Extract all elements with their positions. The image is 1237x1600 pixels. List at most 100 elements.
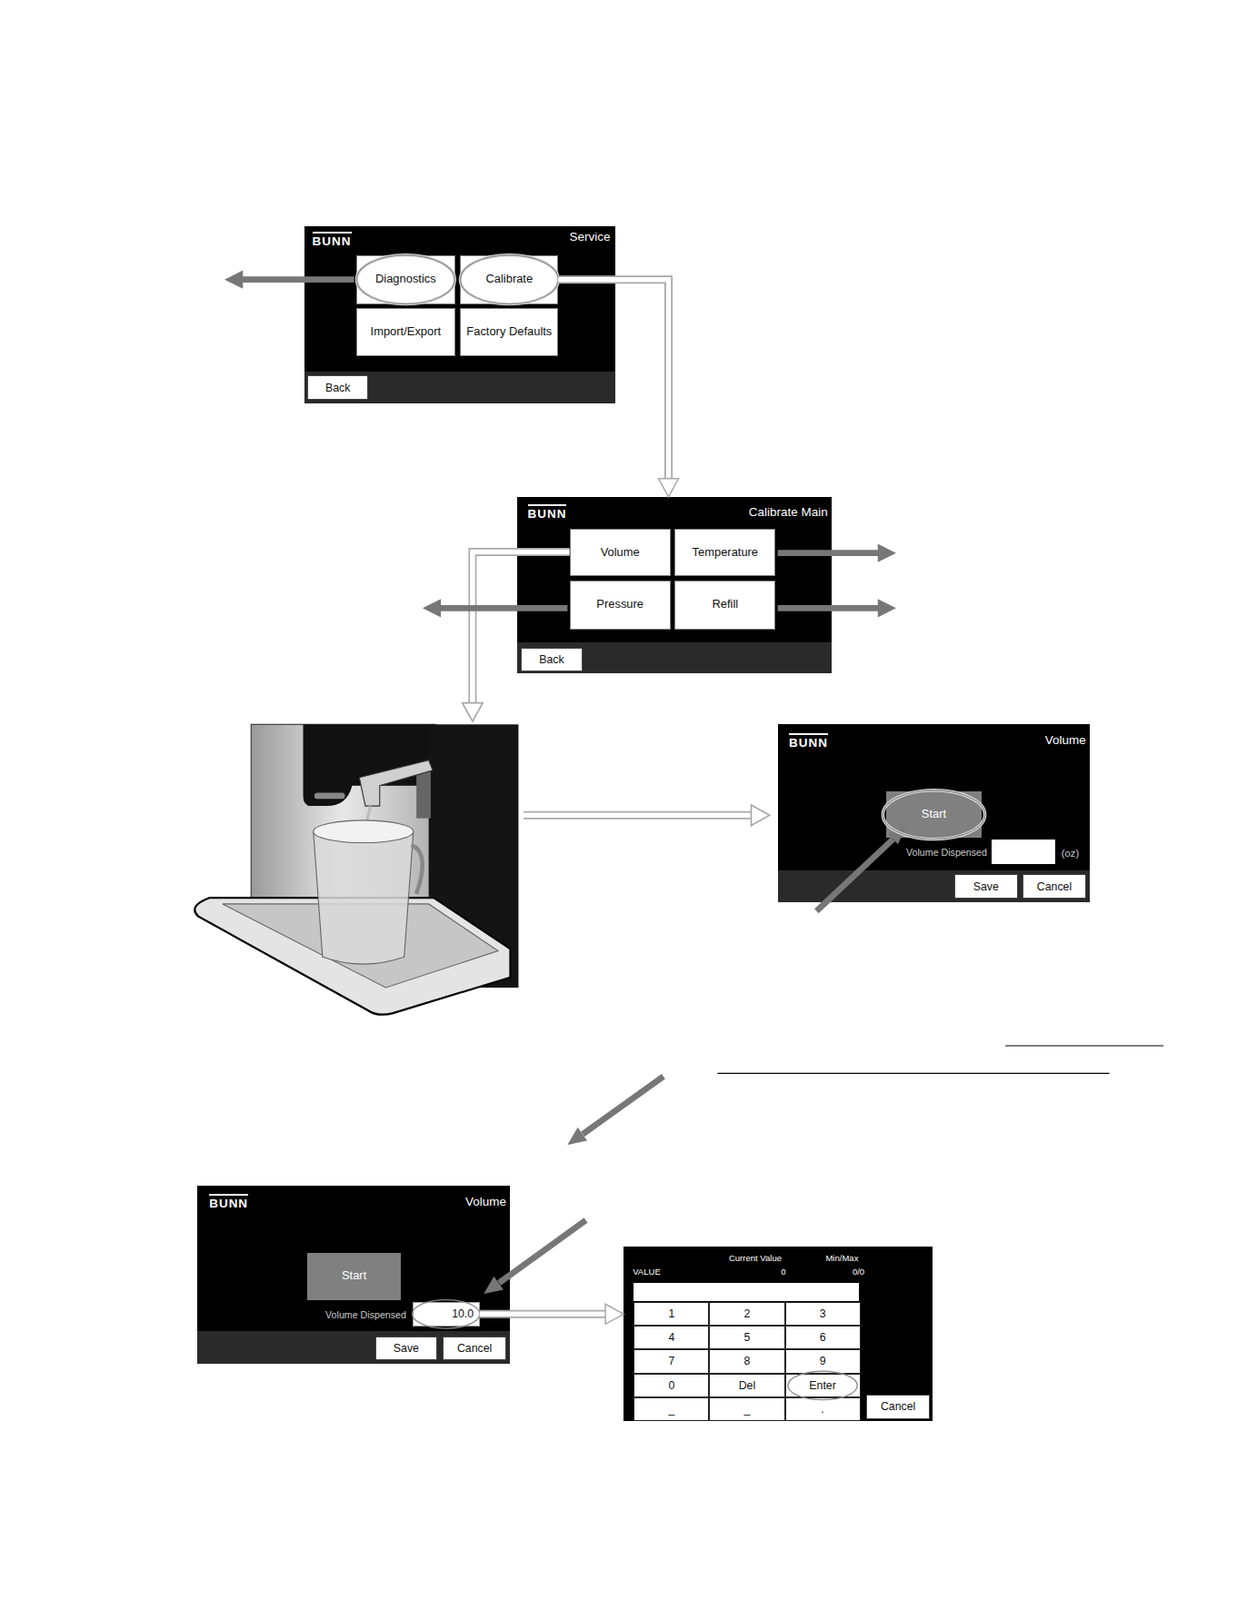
button-label: Pressure [596, 598, 644, 612]
button-label: _ [744, 1403, 751, 1417]
pointer-arrow-head [877, 544, 897, 563]
menu-button: Temperature [674, 528, 776, 578]
bar-button: Save [954, 874, 1018, 899]
button-label: Enter [808, 1379, 837, 1393]
brand-logo: BUNN [528, 504, 568, 522]
measuring-pitcher [313, 831, 414, 965]
screen-title: Volume [1045, 732, 1087, 749]
text-holder: Volume Dispensed [906, 847, 988, 859]
pointer-arrow-line [816, 839, 893, 912]
button-label: Import/Export [370, 325, 441, 340]
keypad-key: 7 [633, 1349, 709, 1374]
text-holder: Service [569, 229, 611, 245]
text-holder: BUNN [312, 231, 352, 250]
screen-title: Calibrate Main [748, 504, 828, 520]
bar-button: Cancel [1022, 874, 1087, 899]
keypad-key: _ [633, 1397, 709, 1422]
keypad-key: 6 [785, 1326, 861, 1350]
text-holder: (oz) [1061, 847, 1079, 860]
highlight-glow [459, 255, 559, 305]
highlight-ellipse [412, 1300, 480, 1329]
keypad-key: 3 [785, 1302, 861, 1327]
menu-button: Pressure [569, 580, 671, 630]
keypad-key: Del [708, 1374, 785, 1398]
button-label: Del [738, 1379, 757, 1393]
highlight-glow [882, 790, 985, 840]
highlight-ellipse [459, 255, 559, 305]
pitcher-rim [313, 820, 414, 844]
header-text: 0 [780, 1266, 786, 1278]
menu-button: Refill [674, 580, 776, 630]
header-text: Current Value [728, 1253, 782, 1265]
button-label: Save [393, 1342, 419, 1356]
screen-panel: BUNNVolumeVolume Dispensed(oz)StartSaveC… [778, 724, 1091, 902]
header-text: Min/Max [825, 1253, 858, 1265]
connector-fill [558, 279, 669, 480]
brand-logo: BUNN [788, 733, 828, 751]
blank-underline [717, 1073, 1109, 1075]
button-label: Volume [600, 546, 640, 560]
value-field: 10.0 [412, 1302, 480, 1327]
highlight-ellipse [788, 1371, 858, 1400]
pointer-arrow-head [483, 1276, 504, 1295]
flow-arrow-outline [472, 552, 570, 705]
button-label: 5 [744, 1331, 751, 1345]
button-label: 10.0 [451, 1307, 474, 1321]
text-holder: Volume Dispensed [325, 1309, 407, 1322]
highlight-glow [356, 255, 455, 305]
button-label: 2 [744, 1307, 751, 1321]
flow-arrow [523, 805, 770, 826]
button-label: Cancel [880, 1400, 916, 1414]
start-button: Start [307, 1253, 401, 1301]
screen-panel: BUNNServiceDiagnosticsCalibrateImport/Ex… [304, 226, 616, 403]
screen-panel: BUNN VolumeVolume Dispensed Start 10.0Save C… [197, 1186, 511, 1366]
keypad-key: 5 [708, 1326, 785, 1350]
highlight-ellipse [882, 790, 985, 840]
flow-arrow-outline [523, 811, 753, 820]
flow-arrow-fill [523, 812, 753, 819]
text-holder: VALUE [632, 1266, 661, 1278]
keypad-key: 9 [785, 1349, 861, 1374]
bar-button: Cancel [866, 1395, 930, 1420]
pointer-arrow-line [438, 605, 568, 612]
pointer-arrow-line [778, 605, 880, 612]
text-holder: BUNN [209, 1194, 249, 1212]
text-holder: Volume [1045, 732, 1087, 749]
field-label: Volume Dispensed [325, 1309, 407, 1322]
screen-title: Service [569, 229, 611, 245]
button-label: Start [341, 1269, 367, 1284]
input-field [991, 839, 1056, 865]
connector-head [605, 1304, 624, 1325]
keypad-key: _ [708, 1397, 785, 1422]
flow-connector [479, 1304, 624, 1325]
pointer-arrow-line [240, 276, 355, 283]
pointer-arrow-head [567, 1127, 588, 1146]
pointer-arrows [224, 270, 907, 1295]
button-label: 7 [668, 1355, 675, 1368]
text-holder: Volume [465, 1194, 507, 1210]
button-label: _ [668, 1403, 675, 1417]
bar-button: Cancel [442, 1336, 507, 1361]
connector-head [658, 478, 679, 498]
button-label: Factory Defaults [466, 325, 552, 340]
text-holder: 0/0 [852, 1266, 865, 1278]
input-field [633, 1283, 859, 1302]
button-label: 1 [668, 1307, 675, 1321]
button-label: Temperature [692, 546, 759, 560]
text-holder: Calibrate Main [748, 504, 828, 520]
pointer-arrow-line [778, 549, 880, 557]
keypad-key: Enter [785, 1374, 861, 1398]
connector-fill [479, 1312, 607, 1318]
keypad-key: 2 [708, 1302, 785, 1327]
highlight-ellipses [356, 255, 985, 1401]
button-label: 0 [668, 1379, 675, 1393]
screen-title: Volume [465, 1194, 507, 1210]
keypad-key: 8 [708, 1349, 785, 1374]
field-label: Volume Dispensed [906, 847, 988, 859]
flow-arrow-head [750, 805, 769, 826]
keypad-key: . [785, 1397, 861, 1422]
brand-logo: BUNN [209, 1194, 249, 1212]
